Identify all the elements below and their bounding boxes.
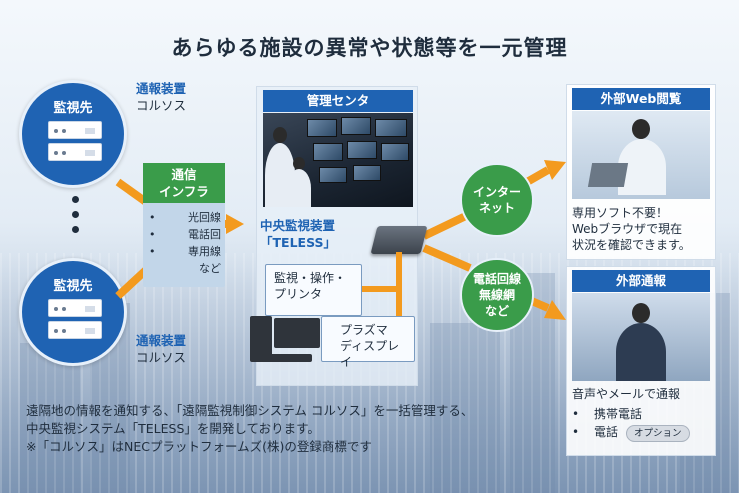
server-rack-icon: [48, 321, 102, 339]
page-title: あらゆる施設の異常や状態等を一元管理: [171, 36, 568, 60]
list-item: •光回線: [149, 211, 221, 224]
device-type: 通報装置: [136, 81, 187, 96]
comm-line-list: •光回線 •電話回 •専用線 など: [149, 209, 221, 277]
notify-header: 外部通報: [572, 270, 710, 292]
keyboard-icon: [262, 354, 312, 362]
ellipsis-dots: [72, 196, 80, 241]
notify-description: 音声やメールで通報 •携帯電話 •電話オプション: [572, 386, 690, 442]
operations-room-photo: [263, 113, 413, 207]
device-label-2: 通報装置 コルソス: [136, 332, 186, 366]
device-type: 通報装置: [136, 333, 187, 348]
businessman-phone-photo: [572, 293, 710, 381]
list-item: •電話オプション: [572, 424, 690, 442]
comm-header: 通信 インフラ: [143, 163, 225, 203]
site-label: 監視先: [53, 101, 93, 116]
option-badge: オプション: [626, 425, 690, 442]
device-label-1: 通報装置 コルソス: [136, 80, 186, 114]
pc-tower-icon: [250, 316, 272, 362]
phone-radio-link: 電話回線無線網など: [460, 258, 534, 332]
footer-description: 遠隔地の情報を通知する、「遠隔監視制御システム コルソス」を一括管理する、 中央…: [26, 403, 474, 454]
list-item: など: [199, 262, 221, 275]
internet-link: インターネット: [460, 163, 534, 237]
server-rack-icon: [48, 121, 102, 139]
server-rack-icon: [48, 143, 102, 161]
ops-printer-box: 監視・操作・ プリンタ: [265, 264, 362, 316]
plasma-display-box: プラズマ ディスプレイ: [321, 316, 415, 369]
site-label: 監視先: [53, 279, 93, 294]
web-header: 外部Web閲覧: [572, 88, 710, 110]
web-description: 専用ソフト不要！ Webブラウザで現在 状況を確認できます。: [572, 206, 691, 252]
central-monitoring-label: 中央監視装置 「TELESS」: [260, 218, 337, 250]
server-rack-icon: [48, 299, 102, 317]
device-name: コルソス: [136, 350, 187, 365]
office-worker-photo: [572, 111, 710, 199]
monitored-site-1: 監視先: [19, 80, 127, 188]
list-item: •電話回: [149, 228, 221, 241]
list-item: •携帯電話: [572, 407, 643, 421]
teless-server-icon: [370, 226, 428, 254]
center-header: 管理センタ: [263, 90, 413, 112]
monitor-icon: [274, 318, 320, 348]
device-name: コルソス: [136, 98, 187, 113]
list-item: •専用線: [149, 245, 221, 258]
monitored-site-2: 監視先: [19, 258, 127, 366]
communication-infrastructure: 通信 インフラ •光回線 •電話回 •専用線 など: [143, 163, 225, 287]
